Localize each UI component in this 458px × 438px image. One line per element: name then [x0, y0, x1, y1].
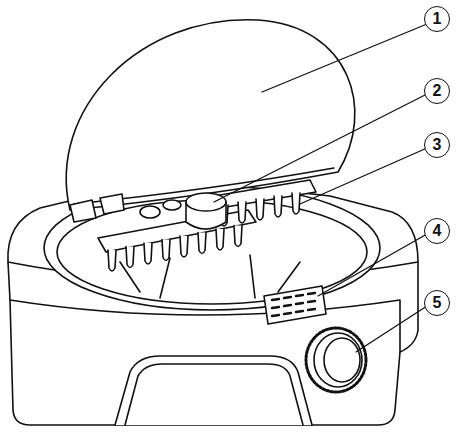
tube	[126, 247, 134, 268]
tube	[198, 233, 206, 254]
knob-face	[324, 338, 360, 382]
display-mark	[284, 305, 291, 306]
front-arch	[115, 356, 312, 425]
tube	[140, 206, 160, 218]
tube	[162, 240, 170, 261]
display-mark	[272, 307, 279, 308]
tube	[234, 226, 242, 247]
callout-number: 2	[424, 78, 450, 104]
display-mark	[284, 297, 291, 298]
tube-strip	[98, 210, 256, 252]
callout-number: 3	[424, 132, 450, 158]
callout-number: 5	[424, 290, 450, 316]
display-mark	[308, 301, 315, 302]
rotor-cap	[186, 193, 226, 211]
hinge	[70, 194, 124, 222]
display-mark	[272, 299, 279, 300]
tube	[216, 229, 224, 250]
display-mark	[308, 293, 315, 294]
display-mark	[272, 315, 279, 316]
tube	[180, 236, 188, 257]
display-mark	[296, 295, 303, 296]
knob	[314, 333, 362, 387]
callout-number: 1	[424, 6, 450, 32]
tube	[163, 200, 181, 210]
display-panel	[264, 286, 326, 324]
tube	[108, 250, 116, 271]
tube	[238, 202, 246, 223]
leader-lines	[214, 24, 427, 352]
front-arch	[125, 364, 303, 425]
display-marks	[272, 293, 315, 316]
tubes	[108, 193, 300, 271]
display-mark	[296, 303, 303, 304]
tube	[144, 243, 152, 264]
knob-ring	[306, 328, 366, 392]
display-mark	[284, 313, 291, 314]
tube	[256, 199, 264, 220]
callout-number: 4	[424, 218, 450, 244]
display-mark	[296, 311, 303, 312]
display-mark	[308, 309, 315, 310]
tube	[274, 196, 282, 217]
tube	[292, 193, 300, 214]
